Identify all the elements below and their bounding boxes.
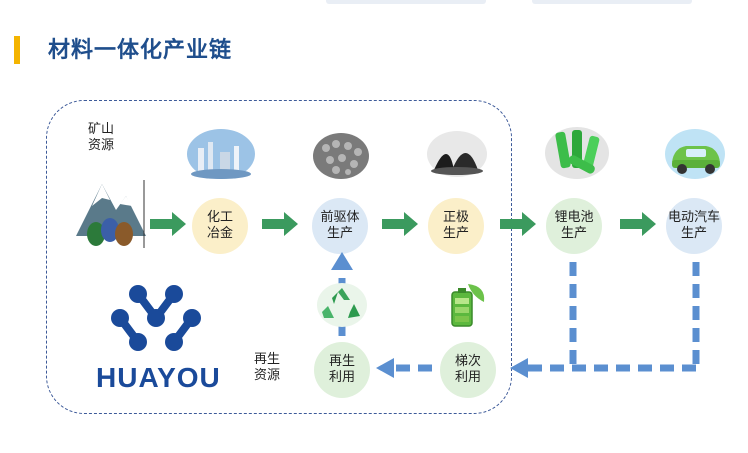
flow-arrow	[382, 212, 418, 236]
electric-car-icon	[665, 129, 725, 179]
recycle-resource-label: 再生 资源	[254, 352, 281, 383]
flow-arrow	[150, 212, 186, 236]
integration-frame	[46, 100, 512, 414]
node-regeneration: 再生 利用	[314, 342, 370, 398]
flow-arrow	[620, 212, 656, 236]
flow-arrow	[262, 212, 298, 236]
node-cathode-production: 正极 生产	[428, 198, 484, 254]
node-ev-production: 电动汽车 生产	[666, 198, 722, 254]
mine-resource-label: 矿山 资源	[88, 122, 115, 153]
huayou-logo-text: HUAYOU	[96, 362, 221, 393]
node-battery-production: 锂电池 生产	[546, 198, 602, 254]
page-title: 材料一体化产业链	[48, 38, 233, 63]
green-battery-icon	[451, 284, 485, 327]
node-precursor-production: 前驱体 生产	[312, 198, 368, 254]
black-powder-icon	[427, 131, 487, 177]
powder-icon	[313, 133, 369, 179]
top-tab	[326, 0, 486, 4]
node-chemical-smelting: 化工 冶金	[192, 198, 248, 254]
flow-arrow	[500, 212, 536, 236]
top-tab	[532, 0, 692, 4]
mine-logo-icon	[76, 180, 146, 248]
battery-cells-icon	[545, 127, 609, 179]
recycle-icon	[317, 283, 367, 327]
huayou-logo-icon	[111, 285, 201, 351]
chemical-plant-icon	[187, 129, 255, 179]
node-cascade-utilization: 梯次 利用	[440, 342, 496, 398]
title-accent-bar	[14, 36, 20, 64]
